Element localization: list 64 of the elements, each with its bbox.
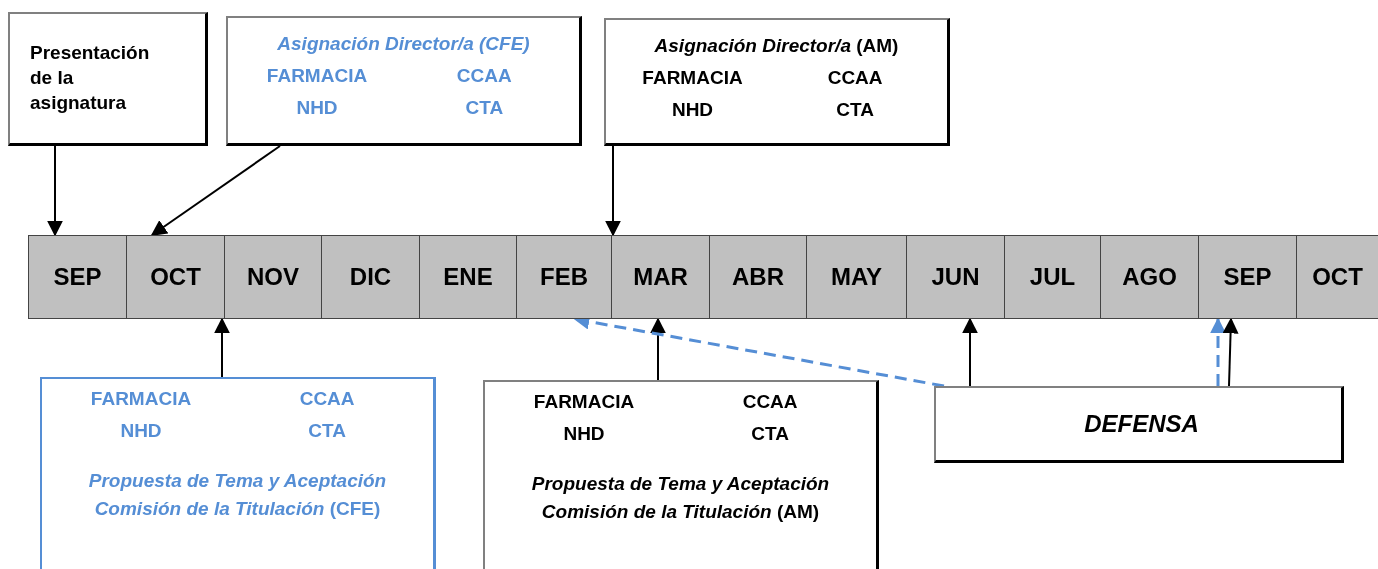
month-label: MAR (633, 263, 688, 291)
degree-label: CCAA (741, 390, 799, 414)
note-box (8, 12, 208, 146)
month-label: ABR (732, 263, 784, 291)
month-label: ENE (443, 263, 493, 291)
month-label: DIC (349, 263, 392, 291)
month-cell (516, 235, 612, 319)
month-cell (1100, 235, 1199, 319)
degree-label: FARMACIA (641, 66, 744, 90)
degree-label: NHD (562, 422, 606, 446)
month-cell (224, 235, 322, 319)
month-cell (126, 235, 225, 319)
month-cell (419, 235, 517, 319)
month-label: NOV (247, 263, 299, 291)
note-heading: Asignación Director/a (AM) (653, 34, 900, 58)
arrow (605, 145, 621, 237)
milestone-label: DEFENSA (1083, 409, 1200, 440)
month-label: JUL (1029, 263, 1076, 291)
degree-label: FARMACIA (532, 390, 636, 414)
arrow (650, 317, 666, 381)
arrow (1222, 317, 1239, 387)
note-box (604, 18, 950, 146)
month-cell (28, 235, 127, 319)
degree-label: CCAA (826, 66, 884, 90)
note-text: Propuesta de Tema y Aceptación Comisión de la Titulación (AM) (530, 472, 831, 524)
degree-label: CTA (464, 96, 505, 120)
arrow (47, 145, 63, 237)
month-label: SEP (1223, 263, 1272, 291)
month-label: MAY (830, 263, 883, 291)
month-label: SEP (53, 263, 102, 291)
arrow (150, 145, 281, 236)
month-label: AGO (1122, 263, 1177, 291)
note-text: Presentación de la asignatura (30, 41, 151, 115)
month-cell (906, 235, 1005, 319)
month-label: JUN (931, 263, 980, 291)
month-cell (806, 235, 907, 319)
degree-label: FARMACIA (265, 64, 369, 88)
month-label: OCT (150, 263, 201, 291)
degree-label: NHD (119, 419, 163, 443)
degree-label: CTA (835, 98, 875, 122)
month-cell (321, 235, 420, 319)
degree-label: NHD (670, 98, 715, 122)
degree-label: CCAA (455, 64, 513, 88)
month-cell (709, 235, 807, 319)
degree-label: NHD (295, 96, 339, 120)
month-label: OCT (1312, 263, 1363, 291)
note-heading: Asignación Director/a (CFE) (276, 32, 531, 56)
note-box (934, 386, 1344, 463)
arrow (1210, 317, 1226, 386)
month-cell (611, 235, 710, 319)
month-cell (1198, 235, 1297, 319)
note-box (483, 380, 879, 569)
arrow (962, 317, 978, 387)
month-label: FEB (540, 263, 588, 291)
note-box (40, 377, 436, 569)
degree-label: CCAA (298, 387, 356, 411)
degree-label: FARMACIA (89, 387, 193, 411)
note-box (226, 16, 582, 146)
arrow (214, 317, 230, 378)
degree-label: CTA (750, 422, 790, 446)
degree-label: CTA (307, 419, 347, 443)
note-text: Propuesta de Tema y Aceptación Comisión de la Titulación (CFE) (87, 469, 388, 521)
month-cell (1004, 235, 1101, 319)
month-cell (1296, 235, 1378, 319)
